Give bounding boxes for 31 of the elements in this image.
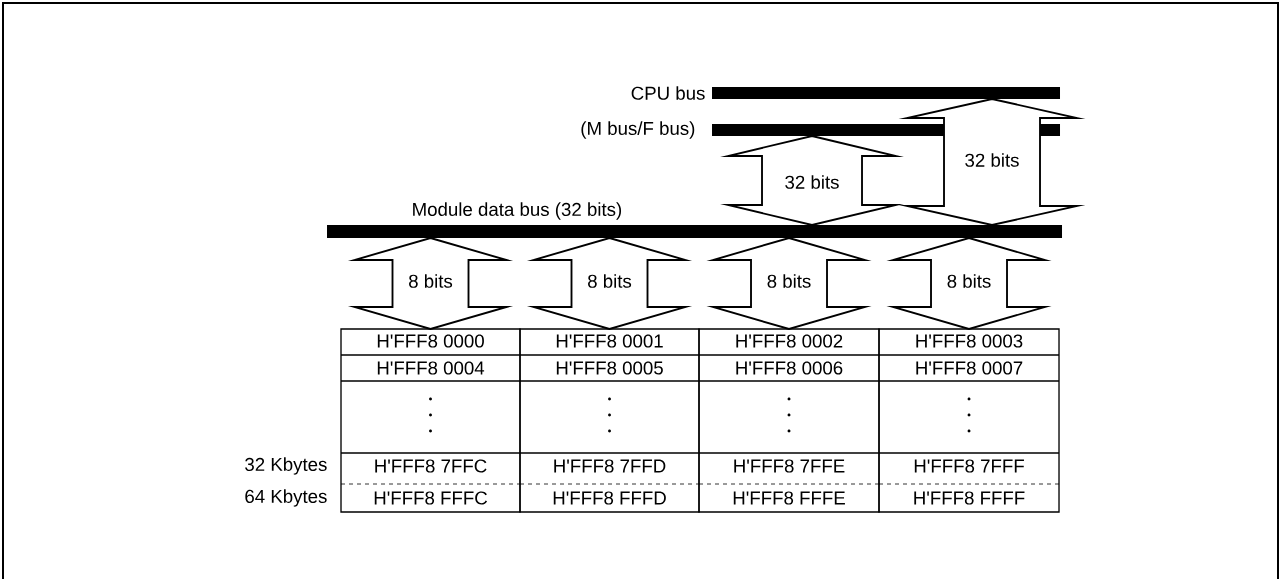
address-text: H'FFF8 FFFC xyxy=(374,491,488,505)
address-text: H'FFF8 0004 xyxy=(377,361,485,375)
block-arrow xyxy=(898,98,1086,226)
memory-column xyxy=(698,328,880,513)
address-text: H'FFF8 FFFD xyxy=(553,491,666,505)
bus-label: CPU bus xyxy=(631,86,705,100)
bus-bar xyxy=(327,225,1062,238)
address-text: H'FFF8 0000 xyxy=(377,334,484,348)
bus-label: (M bus/F bus) xyxy=(581,121,695,139)
address-text: H'FFF8 0002 xyxy=(736,334,843,348)
block-arrow xyxy=(347,237,514,330)
address-text: H'FFF8 0003 xyxy=(916,334,1023,348)
address-text: H'FFF8 0001 xyxy=(556,334,663,348)
block-arrow xyxy=(886,237,1052,330)
bus-label: Module data bus (32 bits) xyxy=(413,202,622,220)
address-text: H'FFF8 7FFE xyxy=(734,459,845,473)
block-arrow xyxy=(720,135,904,226)
bus-bar xyxy=(712,87,1060,99)
memory-column xyxy=(519,328,700,513)
address-text: H'FFF8 7FFC xyxy=(375,459,487,473)
address-text: H'FFF8 FFFF xyxy=(914,491,1025,505)
address-text: H'FFF8 0007 xyxy=(916,361,1023,375)
memory-column xyxy=(340,328,521,513)
block-arrow xyxy=(526,237,693,330)
memory-column xyxy=(878,328,1060,513)
address-text: H'FFF8 FFFE xyxy=(733,491,845,505)
address-text: H'FFF8 0006 xyxy=(736,361,843,375)
address-text: H'FFF8 7FFF xyxy=(914,459,1024,473)
address-text: H'FFF8 0005 xyxy=(556,361,663,375)
address-text: H'FFF8 7FFD xyxy=(554,459,666,473)
block-arrow xyxy=(706,237,872,330)
